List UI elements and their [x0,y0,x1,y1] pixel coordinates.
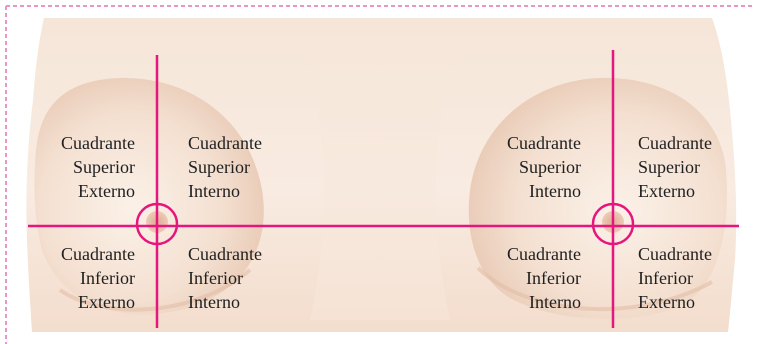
label-left-upper-inner: Cuadrante Superior Interno [188,133,262,201]
right-breast [468,77,727,319]
left-breast [34,77,264,315]
right-nipple-circle [591,202,635,246]
left-nipple-circle [135,202,179,246]
label-right-upper-inner: Cuadrante Superior Interno [507,133,581,201]
label-right-upper-outer: Cuadrante Superior Externo [638,133,712,201]
label-right-lower-outer: Cuadrante Inferior Externo [638,244,712,312]
dashed-frame [5,5,755,344]
label-left-lower-outer: Cuadrante Inferior Externo [61,244,135,312]
label-left-upper-outer: Cuadrante Superior Externo [61,133,135,201]
label-right-lower-inner: Cuadrante Inferior Interno [507,244,581,312]
label-left-lower-inner: Cuadrante Inferior Interno [188,244,262,312]
